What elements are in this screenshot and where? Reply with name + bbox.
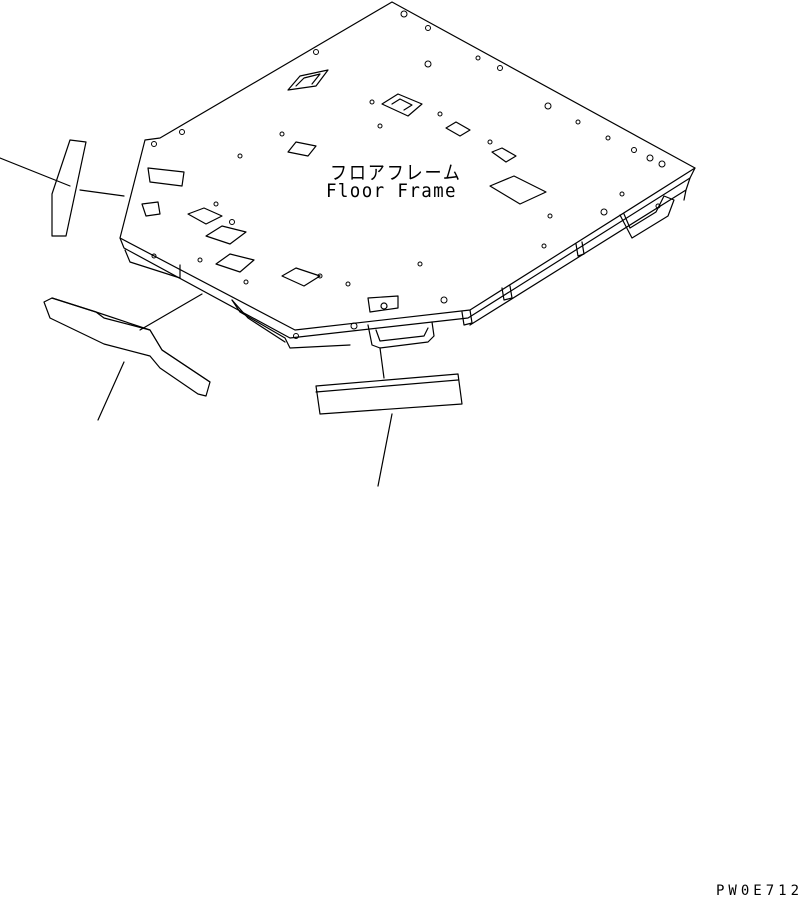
bolt-hole: [547, 213, 553, 219]
front-rail: [124, 249, 351, 349]
leader-line: [79, 189, 125, 197]
bolt-hole: [350, 322, 358, 330]
leader-line: [379, 347, 385, 379]
bolt-hole: [345, 281, 351, 287]
large-square-cutout: [489, 175, 547, 205]
bolt-hole: [179, 129, 185, 135]
bolt-hole: [487, 139, 493, 145]
bolt-hole: [600, 208, 608, 216]
rect-cutout: [141, 201, 161, 217]
bolt-hole: [475, 55, 481, 61]
slot-cutout: [281, 267, 321, 287]
bolt-hole: [655, 203, 661, 209]
bolt-hole: [619, 191, 625, 197]
leader-line: [97, 361, 125, 421]
bolt-hole: [369, 99, 375, 105]
bolt-hole: [417, 261, 423, 267]
bolt-hole: [243, 279, 249, 285]
rect-cutout: [147, 167, 185, 187]
tab: [501, 285, 513, 301]
bolt-hole: [293, 333, 299, 339]
slot-cutout-inner: [295, 73, 321, 87]
front-handle: [367, 321, 435, 349]
bolt-hole: [541, 243, 547, 249]
drawing-code: PW0E712: [716, 883, 804, 899]
bolt-hole: [229, 219, 235, 225]
slot-cutout: [287, 69, 329, 91]
bolt-hole: [213, 201, 219, 207]
tab: [461, 309, 473, 326]
rect-cutout: [215, 253, 255, 273]
slot-cutout: [491, 147, 517, 163]
bolt-hole: [440, 296, 448, 304]
front-rail-lower: [179, 264, 286, 343]
leader-line: [0, 157, 71, 187]
bolt-hole: [424, 60, 432, 68]
bolt-hole: [646, 154, 654, 162]
bolt-hole: [279, 131, 285, 137]
bolt-hole: [575, 119, 581, 125]
bolt-hole: [544, 102, 552, 110]
right-side-rail: [469, 177, 691, 326]
front-bracket: [367, 295, 399, 313]
pad-stepped-edge: [51, 297, 211, 383]
bolt-hole: [631, 147, 637, 153]
bolt-hole: [151, 141, 157, 147]
bolt-hole: [658, 160, 666, 168]
bolt-hole: [313, 49, 319, 55]
bolt-hole: [317, 273, 323, 279]
bolt-hole: [605, 135, 611, 141]
front-handle-inner: [375, 327, 429, 342]
floor-plate-outline: [119, 1, 696, 331]
right-bracket: [619, 195, 675, 239]
bolt-hole: [425, 25, 431, 31]
bolt-hole: [197, 257, 203, 263]
floor-frame-label-jp: フロアフレーム: [330, 162, 462, 184]
pad-flat: [315, 373, 463, 415]
bolt-hole: [497, 65, 503, 71]
pad-vertical: [51, 139, 87, 237]
rect-cutout: [205, 225, 247, 245]
leader-line: [377, 413, 393, 487]
plate-lower-edge: [119, 167, 696, 339]
bolt-hole: [377, 123, 383, 129]
leader-line: [139, 293, 203, 331]
tab: [575, 241, 585, 257]
bolt-hole: [237, 153, 243, 159]
bolt-hole: [151, 253, 157, 259]
slot-cutout: [445, 121, 471, 137]
slot-cutout: [287, 141, 317, 157]
square-cutout-inner: [391, 98, 413, 111]
bracket-hole: [380, 302, 388, 310]
floor-frame-label-en: Floor Frame: [326, 180, 457, 202]
bolt-hole: [437, 111, 443, 117]
bolt-hole: [400, 10, 408, 18]
slanted-cutout: [187, 207, 223, 225]
square-cutout: [381, 93, 423, 117]
pad-stepped: [43, 297, 211, 397]
